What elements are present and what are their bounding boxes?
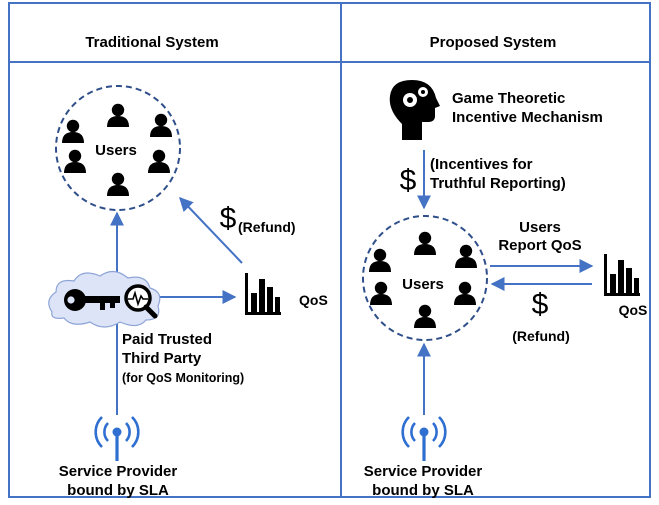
magnifier-icon xyxy=(124,284,158,319)
person-icon xyxy=(370,281,392,305)
third-party-line1: Paid Trusted xyxy=(122,331,212,348)
report-line1: Users xyxy=(519,219,561,236)
dollar-icon: $ xyxy=(400,164,417,197)
person-icon xyxy=(369,248,391,272)
person-icon xyxy=(148,149,170,173)
users-label-left: Users xyxy=(95,142,137,159)
bar-chart-icon xyxy=(604,254,640,296)
refund-label-left: (Refund) xyxy=(238,219,296,235)
person-icon xyxy=(107,172,129,196)
key-icon xyxy=(64,289,120,311)
third-party-line3: (for QoS Monitoring) xyxy=(122,371,244,385)
service-provider-line2-left: bound by SLA xyxy=(67,482,169,499)
person-icon xyxy=(414,231,436,255)
traditional-system-panel: Traditional System Users $ (Refund) QoS xyxy=(48,34,328,499)
third-party-line2: Third Party xyxy=(122,350,202,367)
diagram-frame xyxy=(8,2,651,498)
qos-label-right: QoS xyxy=(619,302,648,318)
traditional-system-title: Traditional System xyxy=(85,34,218,51)
users-label-right: Users xyxy=(402,276,444,293)
head-gears-icon xyxy=(389,80,440,140)
dollar-icon: $ xyxy=(532,288,549,321)
antenna-icon xyxy=(401,415,447,463)
service-provider-line2-right: bound by SLA xyxy=(372,482,474,499)
person-icon xyxy=(107,103,129,127)
third-party-monitor xyxy=(48,270,161,328)
person-icon xyxy=(455,244,477,268)
mechanism-line1: Game Theoretic xyxy=(452,90,565,107)
dollar-icon: $ xyxy=(220,202,237,235)
users-group-right: Users xyxy=(362,215,488,341)
service-provider-line1-left: Service Provider xyxy=(59,463,178,480)
person-icon xyxy=(414,304,436,328)
antenna-icon xyxy=(94,415,140,463)
person-icon xyxy=(150,113,172,137)
incentive-line2: Truthful Reporting) xyxy=(430,175,566,192)
person-icon xyxy=(62,119,84,143)
proposed-system-title: Proposed System xyxy=(430,34,557,51)
person-icon xyxy=(454,281,476,305)
bar-chart-icon xyxy=(245,273,281,315)
incentive-line1: (Incentives for xyxy=(430,156,533,173)
person-icon xyxy=(64,149,86,173)
arrow-refund-to-users-left xyxy=(179,196,243,264)
report-line2: Report QoS xyxy=(498,237,581,254)
users-group-left: Users xyxy=(55,85,181,211)
qos-label-left: QoS xyxy=(299,292,328,308)
proposed-system-panel: Proposed System Game Theoretic Incentive… xyxy=(362,34,648,499)
mechanism-line2: Incentive Mechanism xyxy=(452,109,603,126)
refund-label-right: (Refund) xyxy=(512,328,570,344)
service-provider-line1-right: Service Provider xyxy=(364,463,483,480)
